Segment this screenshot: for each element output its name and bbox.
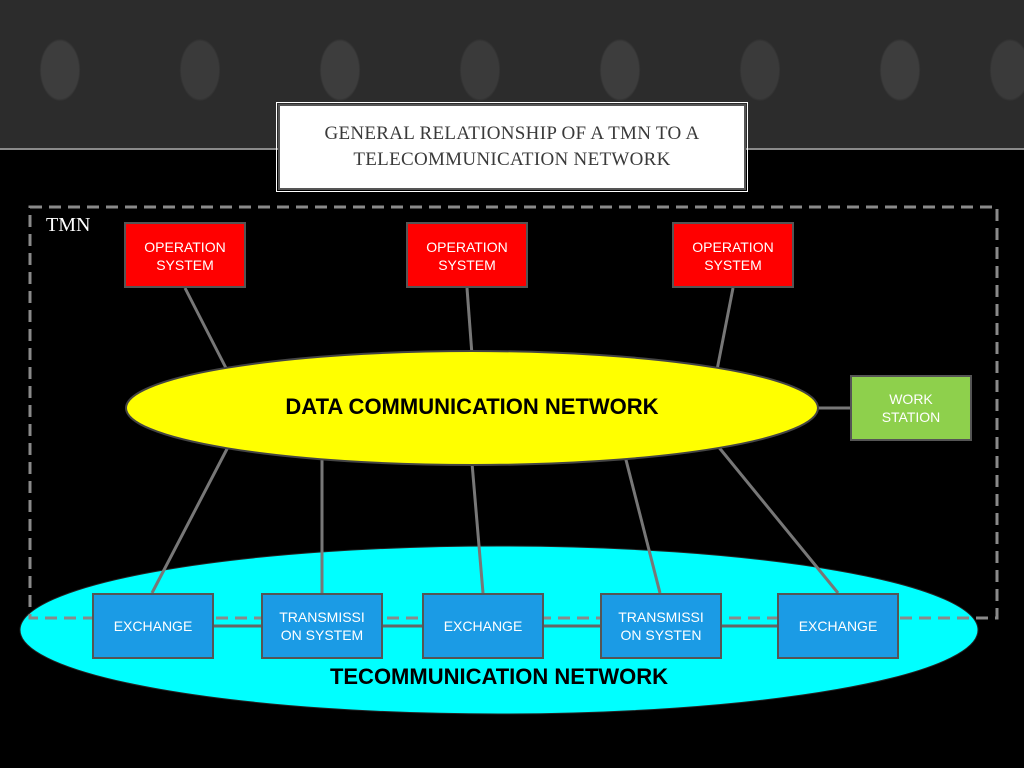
connector-line bbox=[150, 446, 230, 594]
exchange-node: EXCHANGE bbox=[422, 593, 544, 659]
operation-system-node: OPERATION SYSTEM bbox=[406, 222, 528, 288]
telecom-network-label: TECOMMUNICATION NETWORK bbox=[329, 664, 669, 689]
work-station-node: WORK STATION bbox=[850, 375, 972, 441]
tmn-label: TMN bbox=[46, 214, 91, 236]
connector-line bbox=[623, 455, 662, 594]
transmission-system-node: TRANSMISSI ON SYSTEN bbox=[600, 593, 722, 659]
connector-line bbox=[715, 287, 735, 371]
operation-system-node: OPERATION SYSTEM bbox=[672, 222, 794, 288]
connector-line bbox=[715, 444, 840, 594]
dcn-label: DATA COMMUNICATION NETWORK bbox=[285, 394, 659, 419]
connector-line bbox=[183, 287, 230, 373]
exchange-node: EXCHANGE bbox=[92, 593, 214, 659]
connector-line bbox=[470, 462, 485, 594]
dcn-ellipse bbox=[125, 350, 819, 466]
transmission-system-node: TRANSMISSI ON SYSTEM bbox=[261, 593, 383, 659]
title-box: GENERAL RELATIONSHIP OF A TMN TO A TELEC… bbox=[276, 102, 748, 192]
tmn-boundary bbox=[28, 205, 999, 620]
connector-line bbox=[465, 287, 474, 356]
exchange-node: EXCHANGE bbox=[777, 593, 899, 659]
operation-system-node: OPERATION SYSTEM bbox=[124, 222, 246, 288]
header-background bbox=[0, 0, 1024, 150]
page-title: GENERAL RELATIONSHIP OF A TMN TO A TELEC… bbox=[324, 123, 700, 170]
